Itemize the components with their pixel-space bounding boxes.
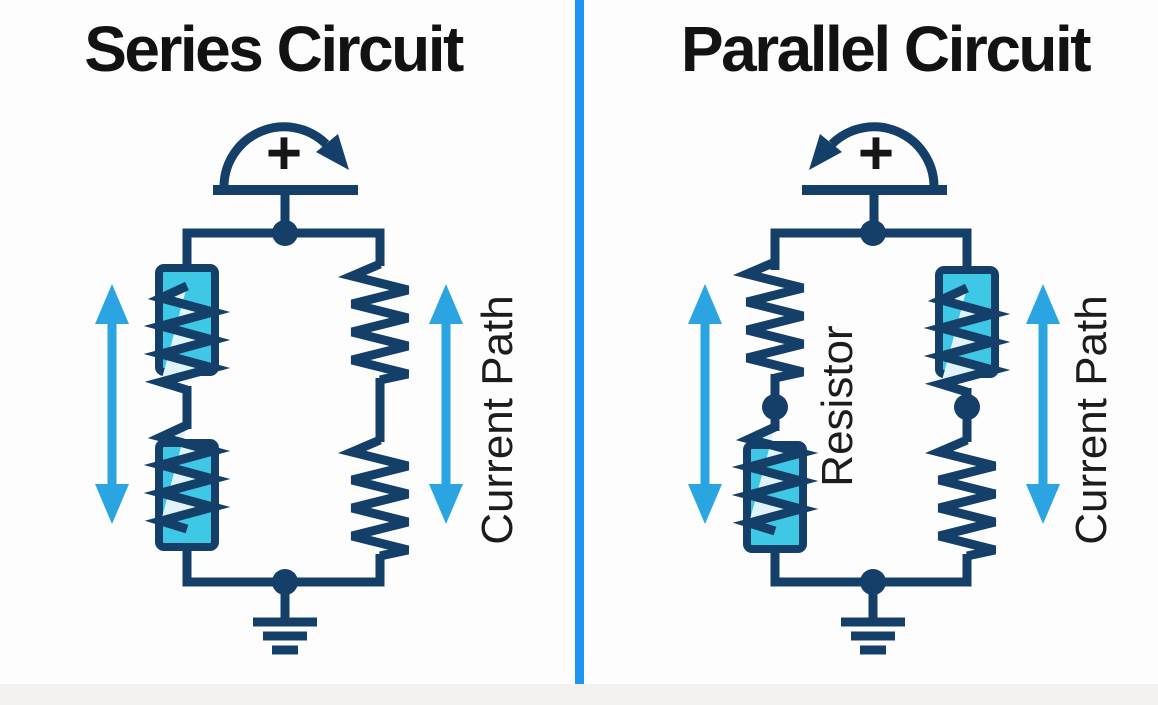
resistor-highlighted bbox=[155, 425, 219, 551]
counterclockwise-arrowhead-icon bbox=[809, 134, 842, 170]
plus-polarity-label: + bbox=[858, 119, 894, 188]
current-direction-arrow bbox=[1026, 284, 1060, 524]
junction-dot bbox=[954, 394, 980, 420]
junction-dot bbox=[762, 394, 788, 420]
resistor-zigzag bbox=[939, 440, 995, 556]
ground-icon bbox=[841, 582, 905, 655]
resistor-highlighted bbox=[155, 264, 219, 390]
series-voltage-source: + bbox=[213, 119, 358, 226]
resistor-zigzag bbox=[352, 440, 408, 556]
clockwise-arrowhead-icon bbox=[316, 134, 349, 170]
parallel-voltage-source: + bbox=[802, 119, 947, 226]
current-direction-arrow bbox=[95, 284, 129, 524]
resistor-zigzag bbox=[352, 264, 408, 380]
series-panel-title: Series Circuit bbox=[84, 13, 464, 85]
current-direction-arrow bbox=[429, 284, 463, 524]
junction-dot bbox=[860, 220, 886, 246]
resistor-highlighted bbox=[743, 427, 807, 553]
panel-divider-line bbox=[575, 0, 584, 684]
resistor-zigzag bbox=[747, 262, 803, 378]
junction-dot bbox=[272, 220, 298, 246]
parallel-circuit-diagram: + bbox=[688, 119, 1060, 655]
current-direction-arrow bbox=[688, 284, 722, 524]
resistor-highlighted bbox=[935, 266, 999, 392]
counterclockwise-arrow-icon bbox=[828, 122, 939, 187]
ground-icon bbox=[253, 582, 317, 655]
plus-polarity-label: + bbox=[266, 119, 302, 188]
clockwise-arrow-icon bbox=[219, 122, 330, 187]
footer-strip bbox=[0, 684, 1158, 705]
parallel-panel-title: Parallel Circuit bbox=[680, 13, 1092, 85]
series-circuit-diagram: + bbox=[95, 119, 463, 655]
